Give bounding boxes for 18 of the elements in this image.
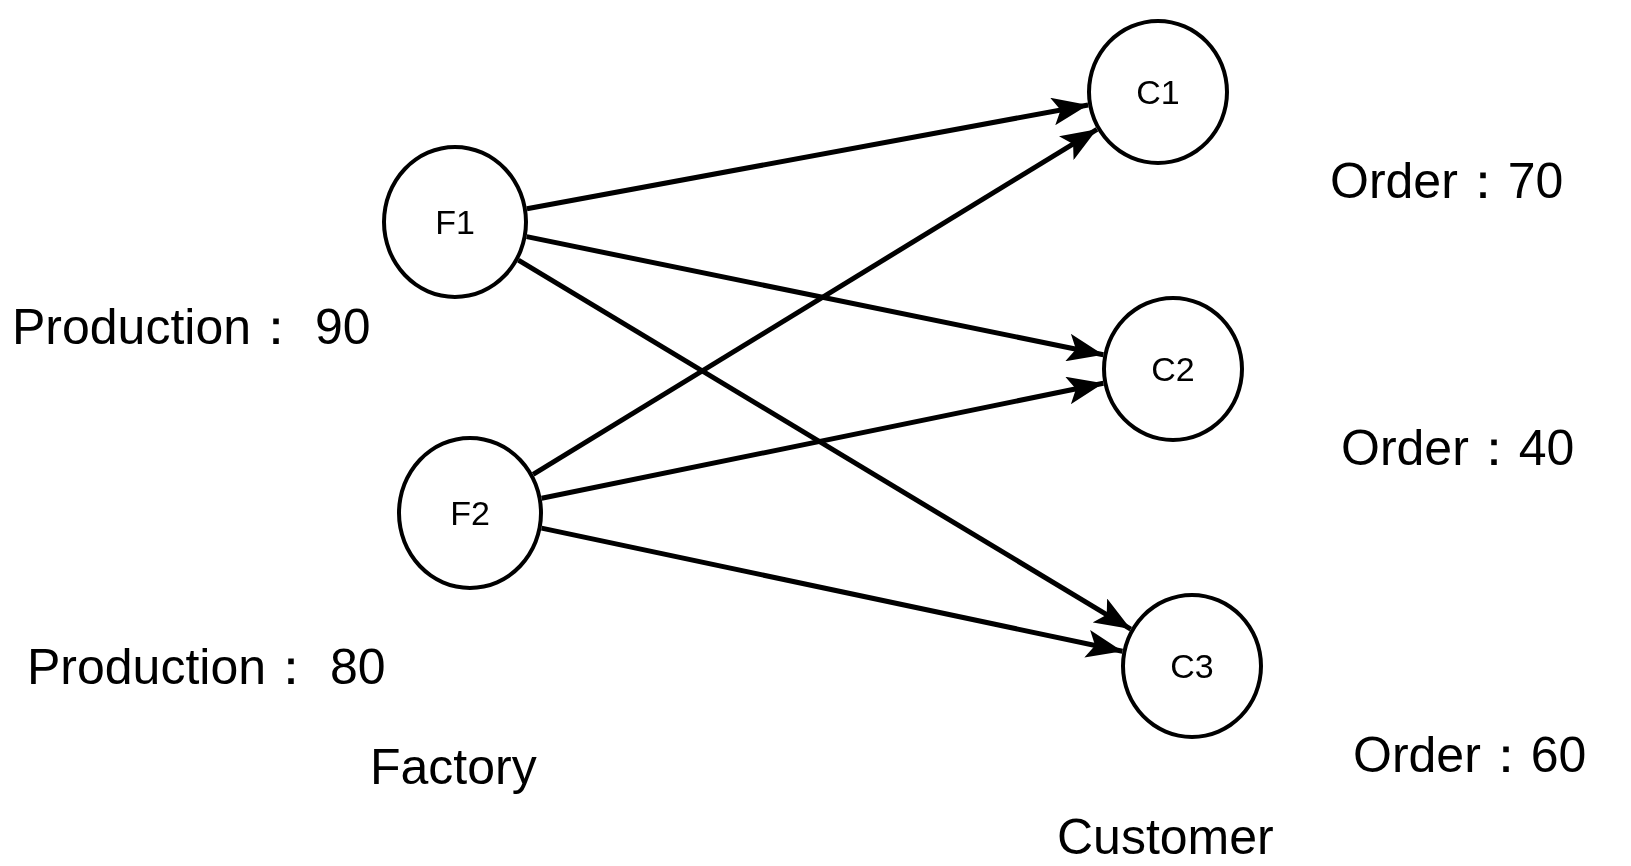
node-label: C3 bbox=[1170, 646, 1214, 686]
quantity-label: Production： 90 bbox=[12, 302, 371, 352]
arrow bbox=[541, 525, 1123, 658]
node-label: F1 bbox=[435, 202, 475, 242]
node-label: C2 bbox=[1151, 349, 1195, 389]
quantity-label: Order：40 bbox=[1341, 423, 1575, 473]
group-label: Factory bbox=[370, 742, 537, 792]
node-label: C1 bbox=[1136, 72, 1180, 112]
group-label: Customer bbox=[1057, 812, 1274, 862]
arrow bbox=[541, 376, 1104, 501]
arrow bbox=[526, 97, 1089, 212]
arrow bbox=[517, 258, 1133, 632]
quantity-label: Order：70 bbox=[1330, 156, 1564, 206]
quantity-label: Production： 80 bbox=[27, 642, 386, 692]
quantity-label: Order：60 bbox=[1353, 730, 1587, 780]
arrow bbox=[526, 234, 1104, 362]
node-label: F2 bbox=[450, 493, 490, 533]
arrow bbox=[531, 127, 1099, 477]
